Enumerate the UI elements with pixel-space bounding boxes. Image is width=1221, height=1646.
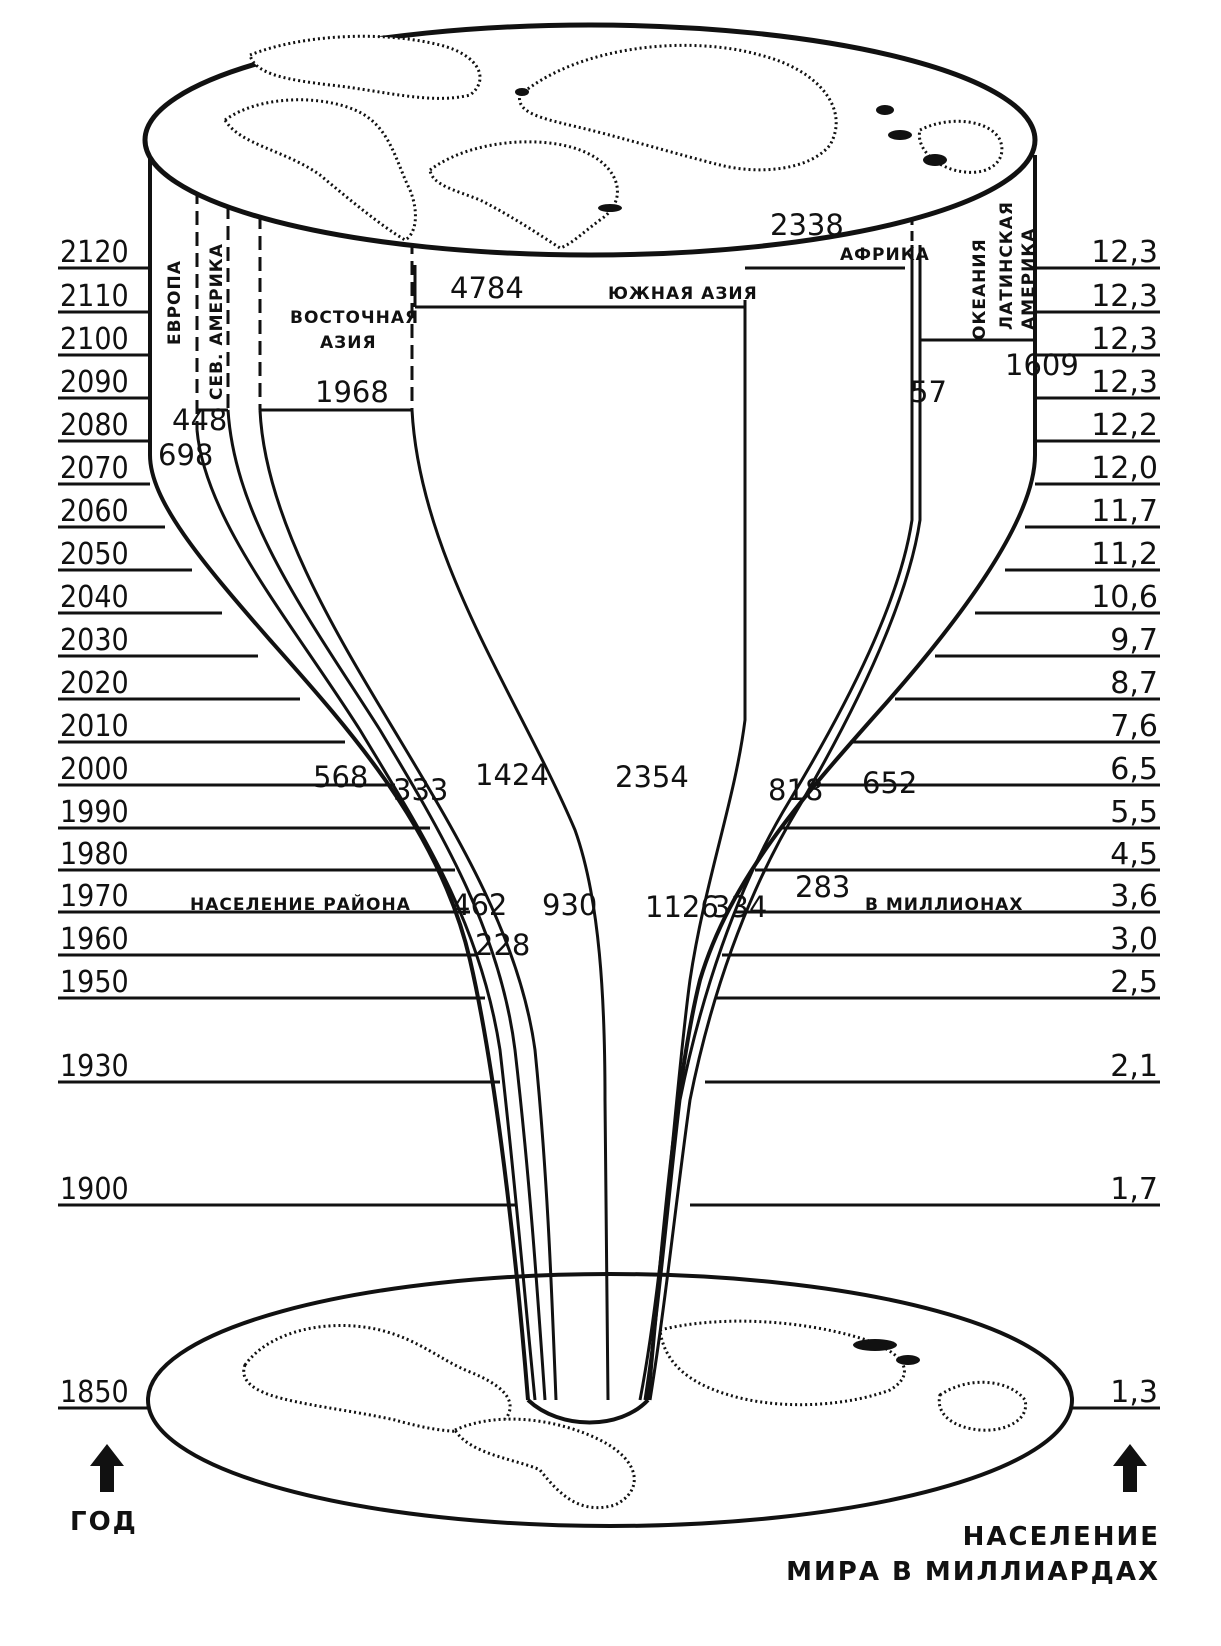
year-label: 2040 [60,580,129,615]
year-label: 1990 [60,795,129,830]
year-labels: 2120 2110 2100 2090 2080 2070 2060 2050 2040 2030… [60,235,129,1410]
population-label: 12,3 [1091,279,1158,314]
value-1968: 1968 [315,375,389,409]
value-333: 333 [393,773,448,807]
population-label: 12,3 [1091,235,1158,270]
value-228: 228 [475,928,530,962]
bottom-continent-africa [452,1417,636,1510]
year-lines [58,266,1160,1410]
value-57: 57 [910,375,947,409]
value-1609: 1609 [1005,348,1079,382]
label-africa: АФРИКА [840,245,930,265]
population-label: 3,0 [1110,922,1158,957]
value-2338: 2338 [770,208,844,242]
population-label: 6,5 [1110,752,1158,787]
caption-in-millions: В МИЛЛИОНАХ [865,895,1023,915]
value-698: 698 [158,438,213,472]
region-values: 2338 4784 1968 448 698 1609 57 568 333 1… [158,208,1079,962]
year-label: 2080 [60,408,129,443]
year-label: 2010 [60,709,129,744]
population-label: 9,7 [1110,623,1158,658]
value-462: 462 [452,888,507,922]
value-818: 818 [768,773,823,807]
bottom-continent-australia [937,1380,1028,1432]
value-334: 334 [712,890,767,924]
caption-world-population-1: НАСЕЛЕНИЕ [963,1522,1160,1552]
bottom-continent-asia [658,1319,906,1407]
year-label: 1960 [60,922,129,957]
caption-region-population: НАСЕЛЕНИЕ РАЙОНА [190,893,411,915]
population-label: 7,6 [1110,709,1158,744]
year-label: 2020 [60,666,129,701]
year-label: 2030 [60,623,129,658]
population-label: 10,6 [1091,580,1158,615]
year-label: 2100 [60,322,129,357]
year-label: 2070 [60,451,129,486]
top-continent-asia [518,43,838,172]
value-1424: 1424 [475,758,549,792]
population-label: 8,7 [1110,666,1158,701]
bottom-globe [146,1272,1074,1528]
population-label: 11,2 [1091,537,1158,572]
region-labels: ЕВРОПА СЕВ. АМЕРИКА ВОСТОЧНАЯ АЗИЯ ЮЖНАЯ… [165,201,1039,400]
value-448: 448 [172,403,227,437]
top-continent-americas [222,98,417,242]
population-label: 12,3 [1091,365,1158,400]
caption-year: ГОД [70,1507,138,1537]
arrow-population [1113,1444,1147,1492]
label-east-asia-1: ВОСТОЧНАЯ [290,308,419,328]
year-label: 1900 [60,1172,129,1207]
funnel [148,145,1037,1425]
population-label: 12,2 [1091,408,1158,443]
population-label: 12,3 [1091,322,1158,357]
value-930: 930 [542,888,597,922]
top-globe [142,22,1038,258]
year-label: 1850 [60,1375,129,1410]
population-label: 1,3 [1110,1375,1158,1410]
label-east-asia-2: АЗИЯ [320,333,377,353]
year-label: 2000 [60,752,129,787]
year-label: 2050 [60,537,129,572]
label-latin-america-2: АМЕРИКА [1019,228,1039,330]
population-label: 1,7 [1110,1172,1158,1207]
label-oceania: ОКЕАНИЯ [970,238,990,340]
year-label: 2090 [60,365,129,400]
captions: НАСЕЛЕНИЕ РАЙОНА В МИЛЛИОНАХ ГОД НАСЕЛЕН… [70,893,1160,1587]
year-label: 2060 [60,494,129,529]
caption-world-population-2: МИРА В МИЛЛИАРДАХ [786,1557,1160,1587]
population-label: 12,0 [1091,451,1158,486]
value-652: 652 [862,766,917,800]
population-label: 2,5 [1110,965,1158,1000]
value-568: 568 [313,760,368,794]
arrow-year [90,1444,124,1492]
top-continent-europe [248,34,482,100]
value-1126: 1126 [645,890,719,924]
label-europe: ЕВРОПА [165,260,185,345]
value-4784: 4784 [450,271,524,305]
label-latin-america-1: ЛАТИНСКАЯ [997,201,1017,330]
label-north-america: СЕВ. АМЕРИКА [207,243,227,400]
value-2354: 2354 [615,760,689,794]
top-continent-africa [428,140,619,250]
year-label: 1930 [60,1049,129,1084]
year-label: 2110 [60,279,129,314]
population-label: 5,5 [1110,795,1158,830]
year-label: 2120 [60,235,129,270]
year-label: 1980 [60,837,129,872]
year-label: 1950 [60,965,129,1000]
population-label: 11,7 [1091,494,1158,529]
year-label: 1970 [60,879,129,914]
bottom-continent-americas [242,1324,512,1433]
population-label: 3,6 [1110,879,1158,914]
population-labels: 12,3 12,3 12,3 12,3 12,2 12,0 11,7 11,2 10,6 9,7 8… [1091,235,1158,1410]
population-label: 2,1 [1110,1049,1158,1084]
population-label: 4,5 [1110,837,1158,872]
value-283: 283 [795,870,850,904]
label-south-asia: ЮЖНАЯ АЗИЯ [608,284,758,304]
